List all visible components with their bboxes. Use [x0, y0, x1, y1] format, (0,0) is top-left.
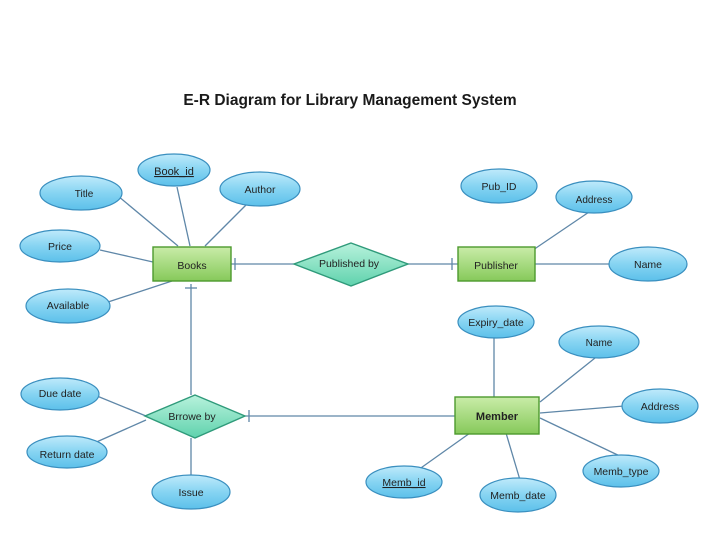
attribute-pub-id: Pub_ID — [460, 168, 538, 204]
relationship-browse-by: Brrowe by — [143, 394, 247, 439]
attribute-available: Available — [25, 288, 111, 324]
svg-text:Published by: Published by — [319, 258, 380, 270]
attribute-memb-type: Memb_type — [582, 454, 660, 488]
line-bookid-books — [176, 186, 191, 247]
svg-text:Address: Address — [641, 401, 680, 413]
line-member-membdate — [505, 432, 521, 481]
attribute-price: Price — [19, 229, 101, 263]
line-member-membid — [417, 432, 471, 471]
connector-lines — [91, 186, 625, 481]
svg-text:Name: Name — [634, 259, 662, 271]
attribute-address-publisher: Address — [555, 180, 633, 214]
relationships: Published by Brrowe by — [143, 242, 410, 439]
svg-text:Return date: Return date — [40, 449, 95, 461]
svg-text:Books: Books — [177, 260, 206, 272]
line-author-books — [204, 203, 248, 247]
entity-member: Member — [454, 396, 540, 435]
svg-text:Due date: Due date — [39, 388, 82, 400]
line-member-name — [539, 353, 601, 403]
line-returndate-browseby — [91, 419, 147, 445]
svg-text:Memb_type: Memb_type — [594, 466, 649, 478]
line-publisher-address — [532, 209, 593, 251]
attribute-issue: Issue — [151, 474, 231, 510]
attribute-name-publisher: Name — [608, 246, 688, 282]
attribute-author: Author — [219, 171, 301, 207]
attribute-expiry-date: Expiry_date — [457, 305, 535, 339]
attribute-memb-date: Memb_date — [479, 477, 557, 513]
svg-text:Memb_id: Memb_id — [382, 477, 425, 489]
line-member-address — [539, 405, 625, 414]
entity-publisher: Publisher — [457, 246, 536, 282]
entities: Books Publisher Member — [152, 246, 540, 435]
attribute-name-member: Name — [558, 325, 640, 359]
svg-text:Memb_date: Memb_date — [490, 490, 546, 502]
svg-text:Author: Author — [245, 184, 276, 196]
svg-text:Name: Name — [586, 338, 613, 349]
attribute-return-date: Return date — [26, 435, 108, 469]
svg-text:Publisher: Publisher — [474, 260, 518, 272]
svg-text:Issue: Issue — [178, 487, 203, 499]
attribute-due-date: Due date — [20, 377, 100, 411]
svg-text:Price: Price — [48, 241, 72, 253]
diagram-title: E-R Diagram for Library Management Syste… — [183, 92, 517, 109]
svg-text:Book_id: Book_id — [154, 166, 194, 178]
svg-text:Member: Member — [476, 411, 519, 423]
svg-text:Pub_ID: Pub_ID — [481, 181, 516, 193]
relationship-published-by: Published by — [292, 242, 410, 287]
attribute-memb-id: Memb_id — [365, 465, 443, 499]
line-available-books — [104, 280, 173, 304]
svg-text:Available: Available — [47, 300, 90, 312]
line-title-books — [117, 195, 179, 247]
attribute-address-member: Address — [621, 388, 699, 424]
attributes: Book_id Title Author Price Available Pub… — [19, 153, 699, 513]
svg-text:Expiry_date: Expiry_date — [468, 317, 524, 329]
attribute-book-id: Book_id — [137, 153, 211, 187]
line-member-membtype — [539, 417, 625, 459]
svg-text:Brrowe by: Brrowe by — [168, 411, 216, 423]
line-duedate-browseby — [96, 395, 147, 417]
svg-text:Title: Title — [75, 189, 94, 200]
svg-text:Address: Address — [576, 195, 613, 206]
attribute-title: Title — [39, 175, 123, 211]
entity-books: Books — [152, 246, 232, 282]
line-price-books — [99, 249, 154, 263]
